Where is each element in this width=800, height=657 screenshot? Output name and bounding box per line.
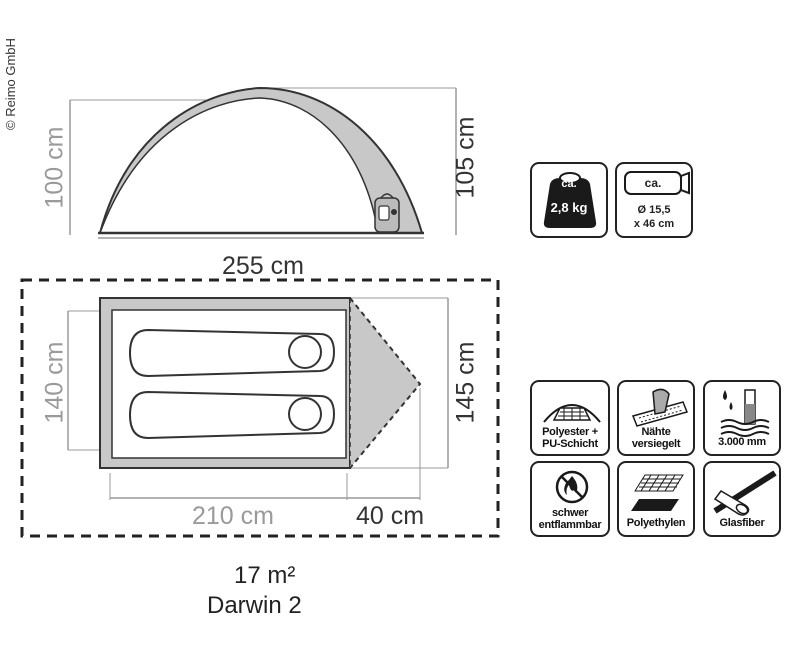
- sleeping-bag-icon: [128, 390, 336, 440]
- feature-poles: Glasfiber: [703, 461, 781, 537]
- pack-size-badge: ca. Ø 15,5 x 46 cm: [615, 162, 693, 238]
- side-inner-height-label: 100 cm: [40, 126, 69, 209]
- feature-waterhead-label: 3.000 mm: [718, 436, 766, 448]
- pack-dimension-2: x 46 cm: [633, 218, 675, 230]
- pack-ca: ca.: [644, 176, 662, 190]
- feature-seams: Nähte versiegelt: [617, 380, 695, 456]
- floor-layer-icon: [631, 474, 684, 511]
- feature-poles-label: Glasfiber: [719, 517, 765, 529]
- floor-inner-height-label: 140 cm: [40, 341, 69, 424]
- side-width-label: 255 cm: [222, 252, 304, 280]
- feature-polyester: Polyester + PU-Schicht: [530, 380, 610, 456]
- taped-seam-icon: [631, 388, 689, 427]
- feature-waterhead: 3.000 mm: [703, 380, 781, 456]
- feature-polyester-line-2: PU-Schicht: [542, 438, 598, 450]
- fiberglass-pole-icon: [713, 470, 777, 516]
- floor-outer-height-label: 145 cm: [451, 341, 480, 424]
- feature-seams-line-1: Nähte: [641, 426, 671, 438]
- weight-ca: ca.: [561, 178, 577, 190]
- weight-badge: ca. 2,8 kg: [530, 162, 608, 238]
- sleeping-bag-icon: [128, 328, 336, 378]
- pack-dimension-1: Ø 15,5: [637, 204, 671, 216]
- pack-bag-icon: [624, 171, 690, 195]
- feature-floor: Polyethylen: [617, 461, 695, 537]
- feature-flame-line-2: entflammbar: [538, 519, 602, 531]
- weight-value: 2,8 kg: [550, 200, 588, 215]
- side-outer-height-label: 105 cm: [451, 116, 480, 199]
- feature-flame: schwer entflammbar: [530, 461, 610, 537]
- feature-floor-label: Polyethylen: [626, 517, 686, 529]
- water-column-icon: [720, 389, 770, 437]
- area-label: 17 m²: [234, 562, 296, 589]
- backpack-icon: [374, 193, 400, 233]
- feature-polyester-line-1: Polyester +: [542, 426, 598, 438]
- weight-icon: [543, 172, 597, 228]
- tent-fabric-icon: [543, 404, 601, 423]
- feature-flame-line-1: schwer: [551, 507, 589, 519]
- floor-inner-length-label: 210 cm: [192, 502, 274, 530]
- side-view-drawing: [69, 86, 457, 239]
- model-name: Darwin 2: [207, 592, 302, 619]
- copyright-text: © Reimo GmbH: [3, 38, 18, 130]
- flame-retardant-icon: [555, 470, 589, 504]
- vestibule-length-label: 40 cm: [356, 502, 425, 530]
- feature-seams-line-2: versiegelt: [631, 438, 681, 450]
- floor-plan-drawing: [20, 278, 500, 538]
